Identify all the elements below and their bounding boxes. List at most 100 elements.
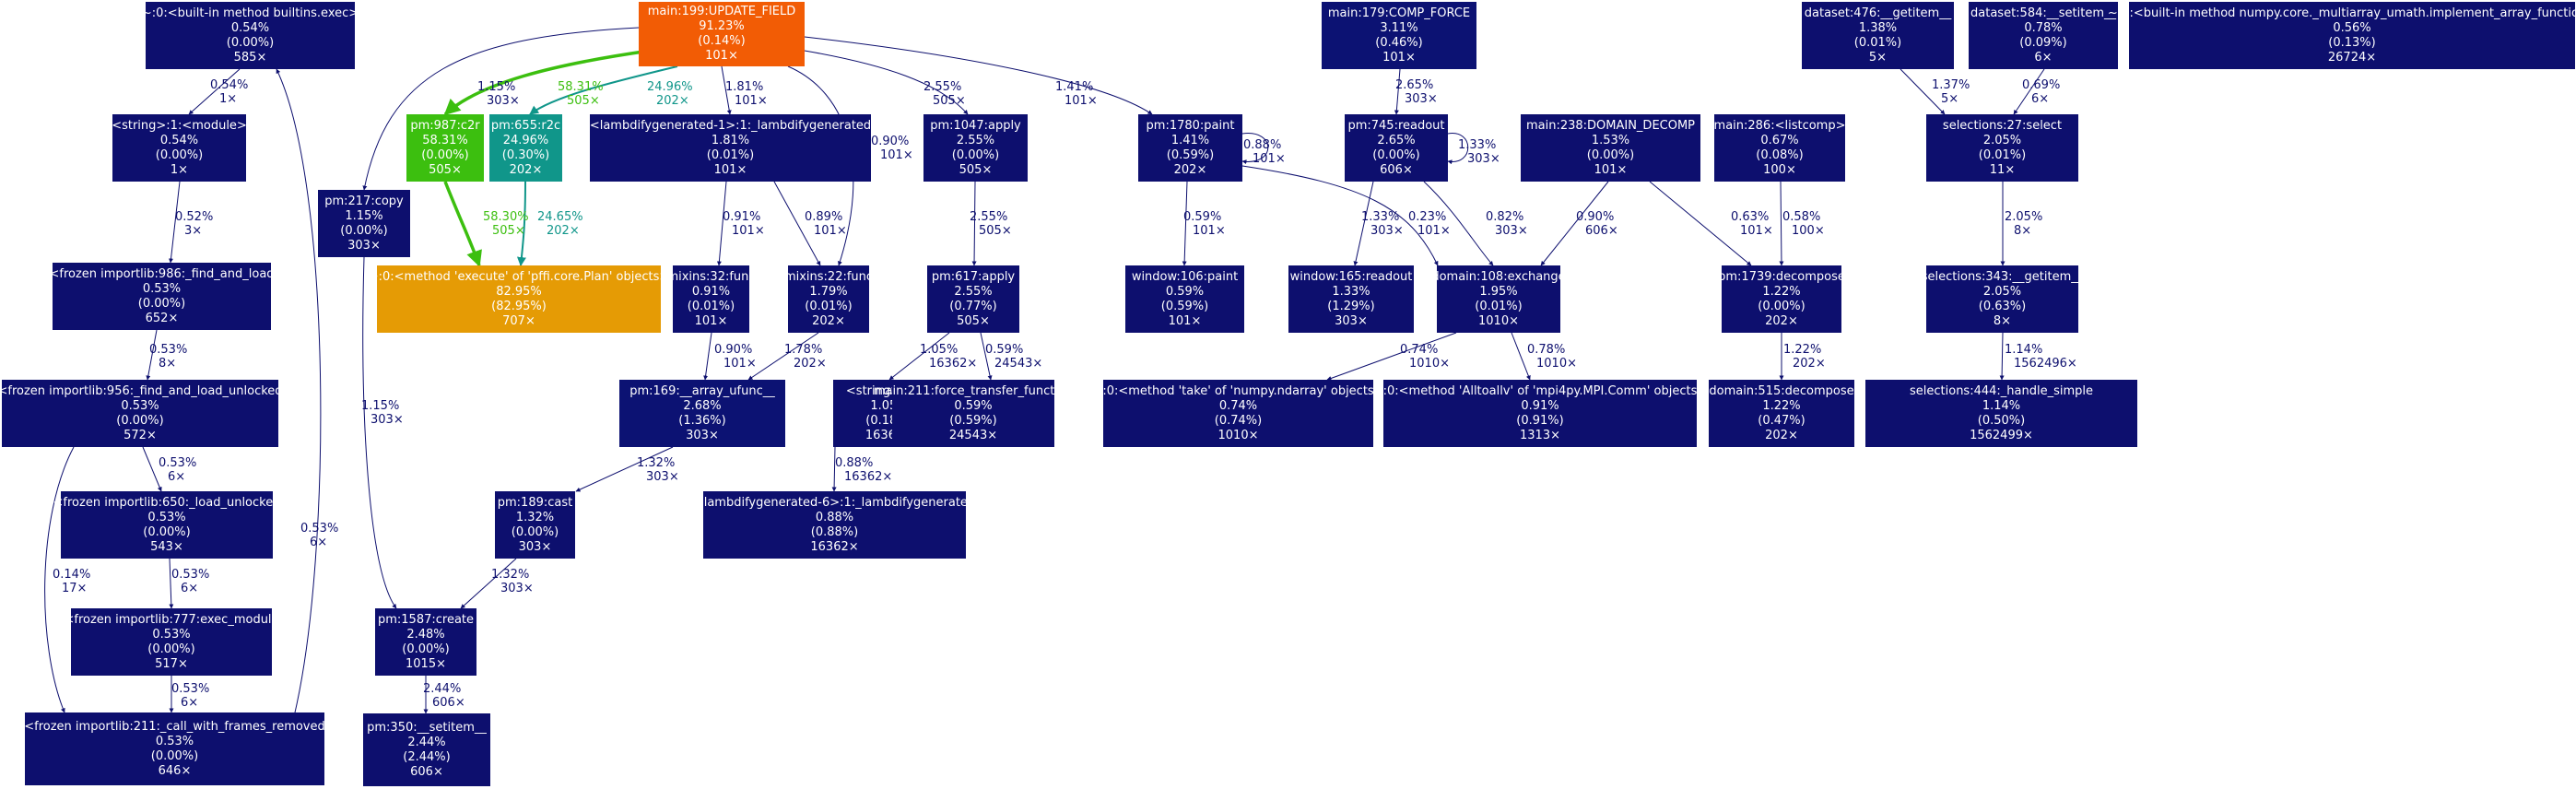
edge-label: 2.55%505× — [923, 80, 966, 108]
edge-percent: 0.90% — [1576, 210, 1615, 224]
node-call-count: 572× — [124, 428, 157, 442]
node-call-count: 202× — [1765, 313, 1798, 328]
edge-label: 1.32%303× — [637, 456, 679, 484]
node-function-label: pm:189:cast — [497, 495, 573, 510]
edge-pm-745-to-pm-745 — [1447, 133, 1469, 165]
edge-call-count: 303× — [1405, 92, 1438, 106]
node-function-label: selections:27:select — [1942, 118, 2063, 133]
node-total-percent: 1.38% — [1858, 20, 1898, 35]
node-total-percent: 2.44% — [407, 735, 446, 749]
node-function-label: <frozen importlib:986:_find_and_load — [49, 266, 275, 281]
node-function-label: main:199:UPDATE_FIELD — [647, 5, 796, 18]
edge-call-count: 303× — [1495, 224, 1528, 238]
edge-label: 0.88%101× — [1243, 138, 1286, 166]
edge-percent: 0.88% — [835, 456, 874, 470]
node-self-percent: (0.46%) — [1375, 35, 1423, 50]
edge-percent: 0.53% — [149, 343, 188, 357]
edge-update-field-to-lambdify1 — [721, 65, 732, 115]
edge-percent: 0.78% — [1527, 343, 1566, 357]
edge-call-count: 101× — [880, 148, 913, 162]
node-total-percent: 0.53% — [155, 734, 194, 748]
node-total-percent: 91.23% — [699, 19, 745, 33]
edge-call-count: 303× — [371, 413, 404, 427]
node-self-percent: (0.00%) — [137, 296, 186, 311]
node-call-count: 303× — [347, 238, 381, 253]
edge-call-count: 8× — [2014, 224, 2032, 238]
edge-label: 0.14%17× — [53, 568, 90, 595]
node-function-label: <frozen importlib:777:exec_module — [64, 612, 279, 627]
edge-call-count: 303× — [487, 94, 520, 108]
node-self-percent: (0.00%) — [511, 524, 559, 539]
node-total-percent: 1.81% — [711, 133, 750, 147]
edge-pm-189-to-pm-1587 — [460, 558, 517, 609]
node-call-count: 100× — [1763, 162, 1796, 177]
edge-update-field-to-pm-655 — [529, 65, 678, 115]
edge-label: 1.15%303× — [477, 80, 520, 108]
edge-domain-108-to-method-take — [1326, 332, 1457, 381]
edge-percent: 0.14% — [53, 568, 91, 582]
edge-comp-force-to-pm-745 — [1394, 68, 1401, 115]
node-total-percent: 0.59% — [954, 398, 993, 413]
node-lambdify1: <lambdifygenerated-1>:1:_lambdifygenerat… — [590, 114, 871, 182]
node-function-label: domain:515:decompose — [1709, 383, 1854, 398]
node-call-count: 202× — [812, 313, 845, 328]
edge-label: 1.81%101× — [725, 80, 768, 108]
node-total-percent: 0.59% — [1165, 284, 1205, 299]
node-call-count: 101× — [713, 162, 747, 177]
edge-label: 0.74%1010× — [1400, 343, 1450, 371]
node-function-label: pm:350:__setitem__ — [367, 720, 487, 735]
edge-label: 0.90%606× — [1576, 210, 1618, 238]
edge-pm-1780-to-window-106 — [1182, 181, 1188, 266]
node-call-count: 24543× — [948, 428, 998, 442]
edge-label: 58.31%505× — [558, 80, 604, 108]
node-self-percent: (82.95%) — [491, 299, 547, 313]
node-call-count: 101× — [1594, 162, 1628, 177]
node-call-count: 652× — [145, 311, 179, 325]
edge-pm-617-to-main-211 — [980, 332, 993, 381]
node-call-count: 11× — [1989, 162, 2016, 177]
node-call-count: 303× — [1335, 313, 1368, 328]
edge-percent: 0.89% — [805, 210, 843, 224]
node-self-percent: (0.30%) — [501, 147, 550, 162]
node-call-count: 1015× — [406, 656, 446, 671]
edge-lambdify1-to-mixins32 — [716, 181, 727, 266]
edge-call-count: 101× — [735, 94, 768, 108]
node-total-percent: 1.41% — [1170, 133, 1210, 147]
edge-percent: 24.65% — [537, 210, 583, 224]
edge-domain-108-to-method-alltoallv — [1511, 332, 1531, 381]
node-total-percent: 0.53% — [152, 627, 191, 642]
node-self-percent: (0.09%) — [2019, 35, 2067, 50]
node-total-percent: 2.68% — [683, 398, 722, 413]
edge-call-count: 606× — [1585, 224, 1618, 238]
edge-label: 0.59%24543× — [985, 343, 1042, 371]
node-total-percent: 0.56% — [2333, 20, 2371, 35]
node-function-label: domain:108:exchange — [1431, 269, 1566, 284]
edge-label: 2.44%606× — [423, 682, 465, 710]
edge-label: 58.30%505× — [483, 210, 529, 238]
node-call-count: 202× — [509, 162, 543, 177]
node-function-label: dataset:476:__getitem__ — [1804, 6, 1952, 20]
edge-percent: 0.53% — [300, 522, 339, 536]
edge-pm-217-to-pm-1587 — [362, 256, 397, 609]
edge-call-count: 6× — [168, 470, 186, 484]
node-function-label: <string>:1:<module> — [112, 118, 247, 133]
edge-dataset476-to-selections27 — [1900, 68, 1946, 115]
node-dataset584: dataset:584:__setitem__0.78%(0.09%)6× — [1969, 2, 2118, 69]
edge-label: 1.37%5× — [1932, 78, 1970, 106]
edge-find-and-load-unlocked-to-load-unlocked — [142, 446, 162, 492]
node-total-percent: 82.95% — [496, 284, 542, 299]
node-self-percent: (0.01%) — [706, 147, 755, 162]
edge-call-count: 8× — [159, 357, 177, 371]
node-call-count: 1313× — [1520, 428, 1560, 442]
node-pm-169: pm:169:__array_ufunc__2.68%(1.36%)303× — [619, 380, 785, 447]
edge-pm-169-to-pm-189 — [575, 446, 674, 492]
edge-percent: 0.23% — [1408, 210, 1447, 224]
edge-call-count: 6× — [310, 536, 328, 549]
edge-percent: 0.90% — [714, 343, 753, 357]
edge-call-count: 505× — [933, 94, 966, 108]
